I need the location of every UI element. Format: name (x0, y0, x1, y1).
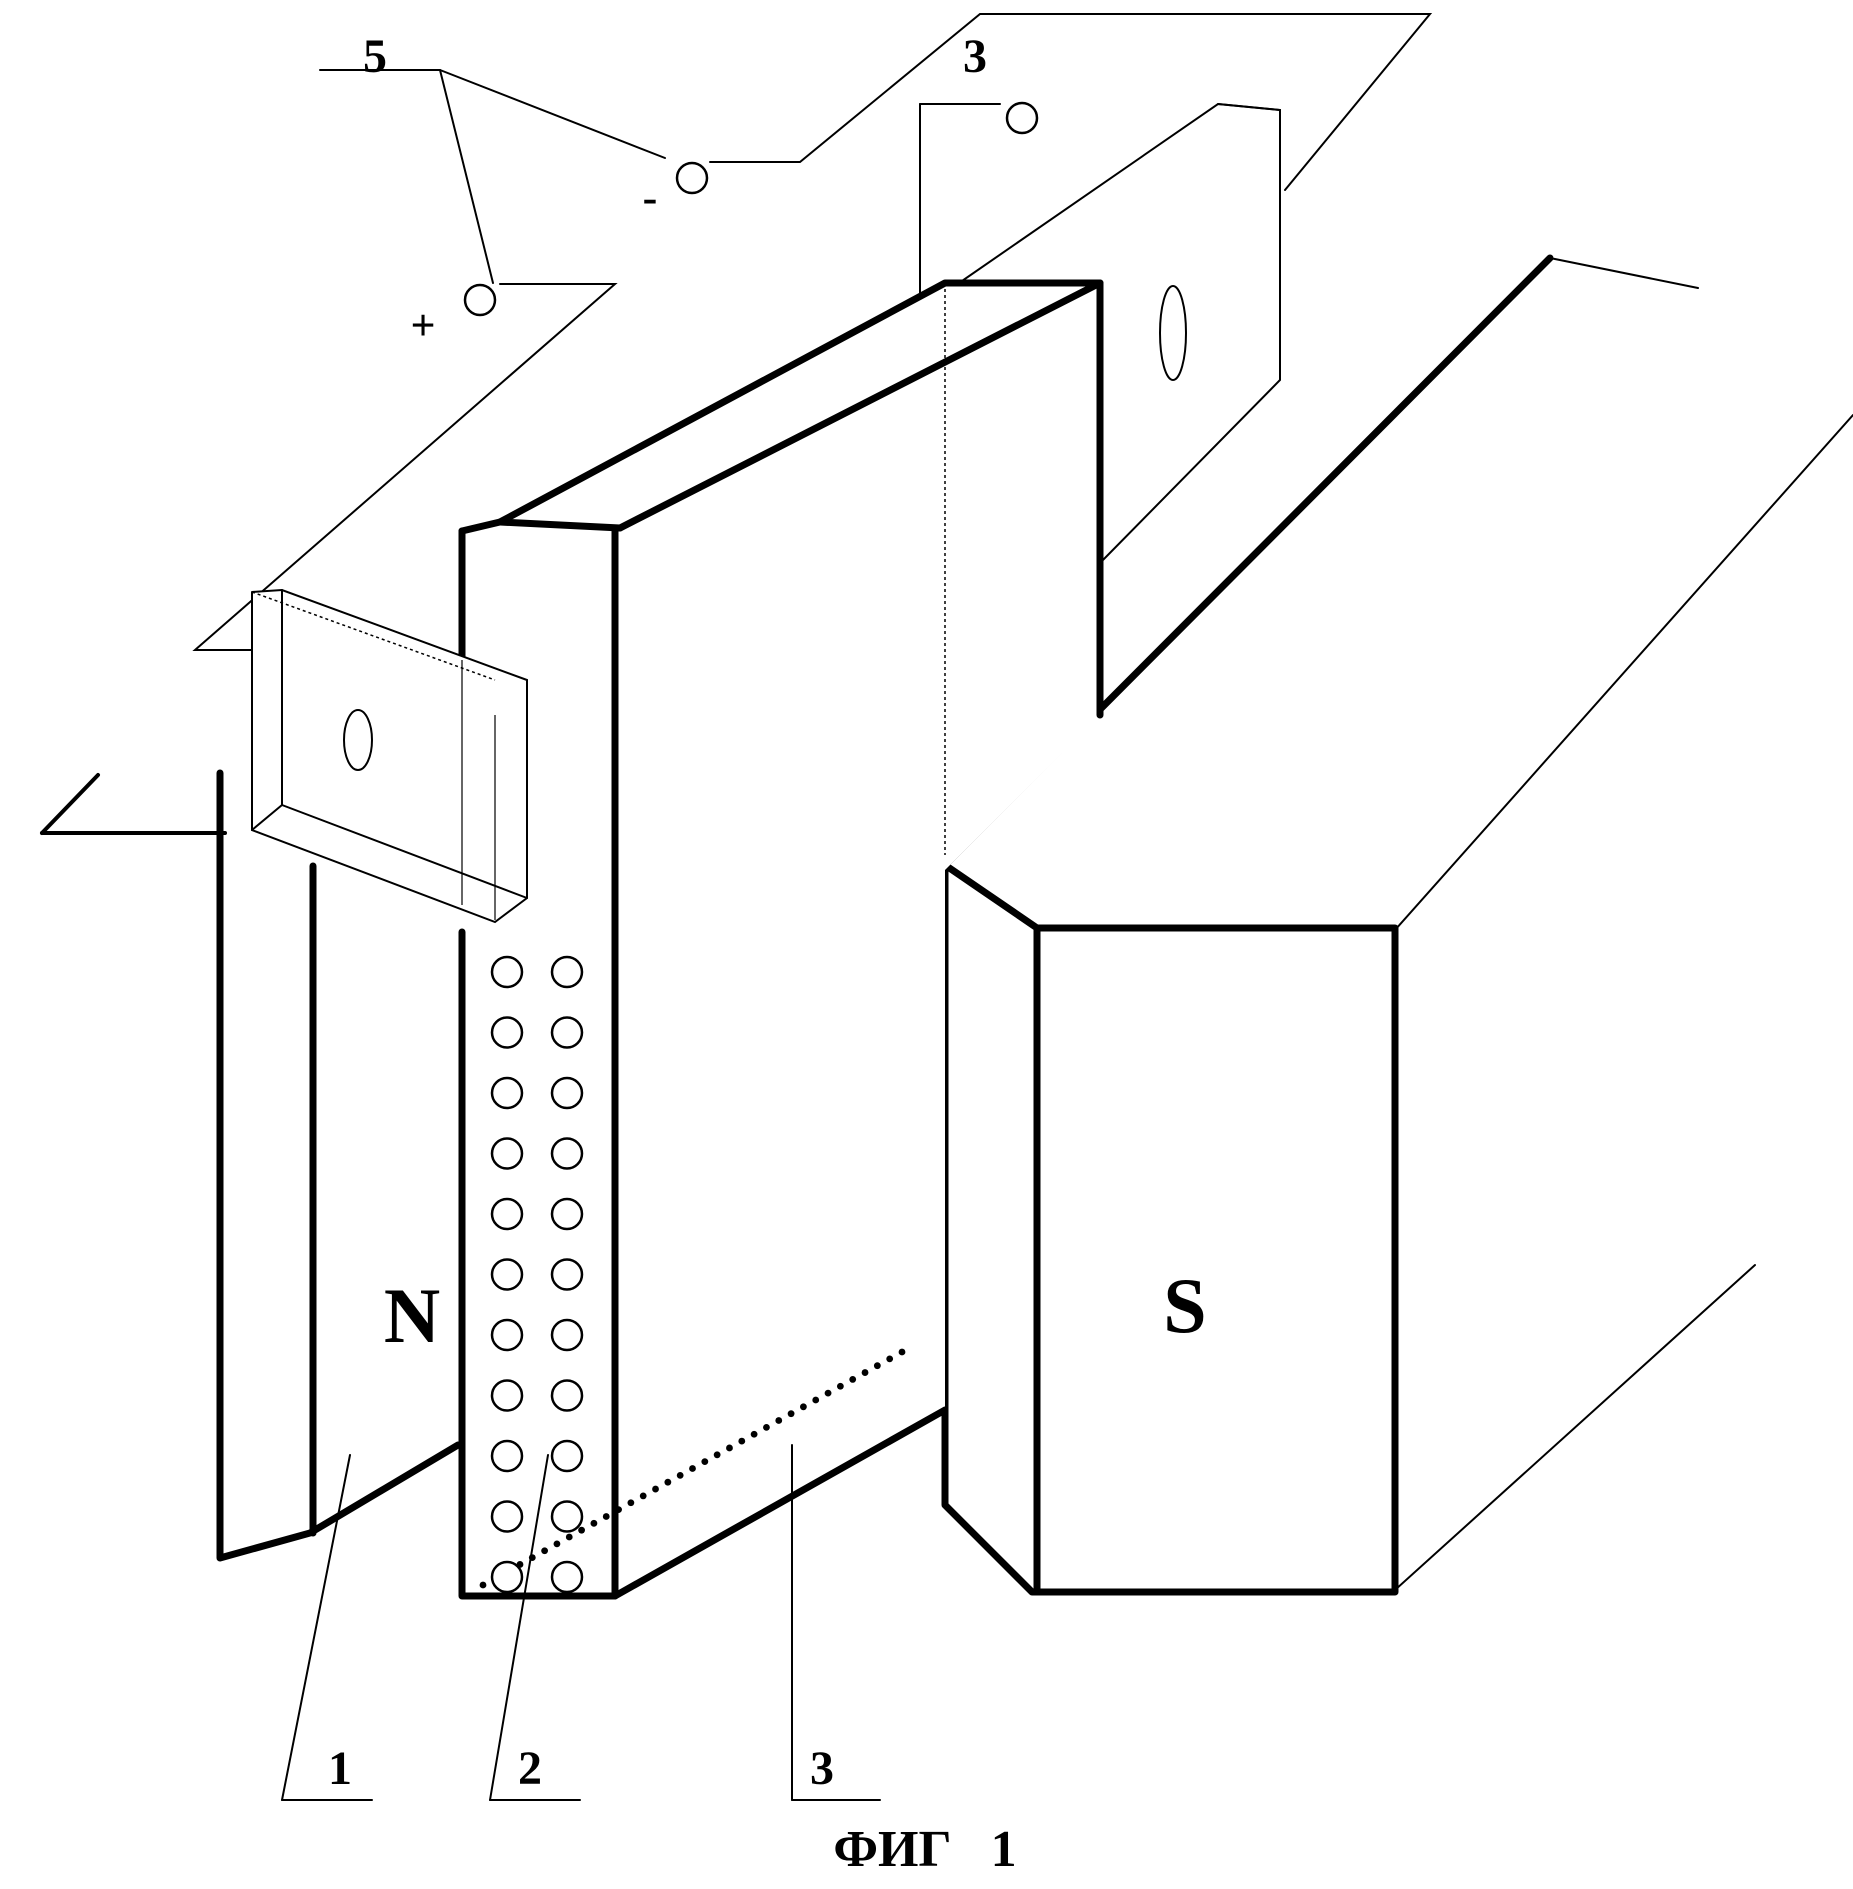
hidden-edge-dot (677, 1472, 684, 1479)
terminal-top-electrode (1007, 103, 1037, 133)
terminal-plus-sign: + (410, 301, 435, 350)
top-electrode-label: 3 (963, 30, 987, 83)
hidden-edge-dot (640, 1493, 647, 1500)
conductor-hole (552, 1502, 582, 1532)
hidden-edge-dot (738, 1438, 745, 1445)
conductor-hole (492, 1018, 522, 1048)
conductor-hole (552, 1381, 582, 1411)
hidden-edge-dot (800, 1403, 807, 1410)
conductor-hole (552, 1260, 582, 1290)
conductor-hole (492, 1441, 522, 1471)
hidden-edge-dot (541, 1547, 548, 1554)
conductor-hole (552, 1441, 582, 1471)
hidden-edge-dot (603, 1513, 610, 1520)
figure-caption: ФИГ 1 (833, 1821, 1016, 1878)
hidden-edge-dot (714, 1451, 721, 1458)
hidden-edge-dot (701, 1458, 708, 1465)
conductor-hole (492, 1260, 522, 1290)
conductor-hole (552, 1078, 582, 1108)
hidden-edge-dot (664, 1479, 671, 1486)
hidden-edge-dot (825, 1390, 832, 1397)
callout-channel-label: 2 (518, 1742, 542, 1795)
hidden-edge-dot (812, 1397, 819, 1404)
hidden-edge-dot (578, 1527, 585, 1534)
hidden-edge-dot (886, 1355, 893, 1362)
pole-south-label: S (1163, 1262, 1206, 1349)
conductor-hole (552, 1139, 582, 1169)
conductor-hole (552, 1199, 582, 1229)
hidden-edge-dot (775, 1417, 782, 1424)
conductor-hole (492, 1199, 522, 1229)
callout-electrode-label: 3 (810, 1742, 834, 1795)
conductor-hole (492, 1078, 522, 1108)
hidden-edge-dot (652, 1486, 659, 1493)
conductor-hole (552, 957, 582, 987)
conductor-hole (492, 1320, 522, 1350)
hidden-edge-dot (874, 1362, 881, 1369)
hidden-edge-dot (849, 1376, 856, 1383)
conductor-hole (552, 1018, 582, 1048)
conductor-hole (492, 1562, 522, 1592)
hidden-edge-dot (837, 1383, 844, 1390)
pole-north-label: N (384, 1272, 440, 1359)
terminal-minus-sign: - (643, 173, 658, 222)
hidden-edge-dot (689, 1465, 696, 1472)
hidden-edge-dot (627, 1499, 634, 1506)
hidden-edge-dot (566, 1534, 573, 1541)
terminal-plus (465, 285, 495, 315)
conductor-hole (492, 1502, 522, 1532)
conductor-hole (492, 1139, 522, 1169)
conductor-hole (492, 1381, 522, 1411)
terminal-group-label: 5 (363, 30, 387, 83)
hidden-edge-dot (788, 1410, 795, 1417)
terminal-minus (677, 163, 707, 193)
callout-magnet-label: 1 (328, 1742, 352, 1795)
hidden-edge-dot (862, 1369, 869, 1376)
hidden-edge-dot (751, 1431, 758, 1438)
hidden-edge-dot (480, 1582, 487, 1589)
hidden-edge-dot (591, 1520, 598, 1527)
hidden-edge-dot (899, 1349, 906, 1356)
hidden-edge-dot (726, 1445, 733, 1452)
hidden-edge-dot (615, 1506, 622, 1513)
hidden-edge-dot (763, 1424, 770, 1431)
conductor-hole (552, 1562, 582, 1592)
conductor-hole (552, 1320, 582, 1350)
hidden-edge-dot (554, 1540, 561, 1547)
conductor-hole (492, 957, 522, 987)
